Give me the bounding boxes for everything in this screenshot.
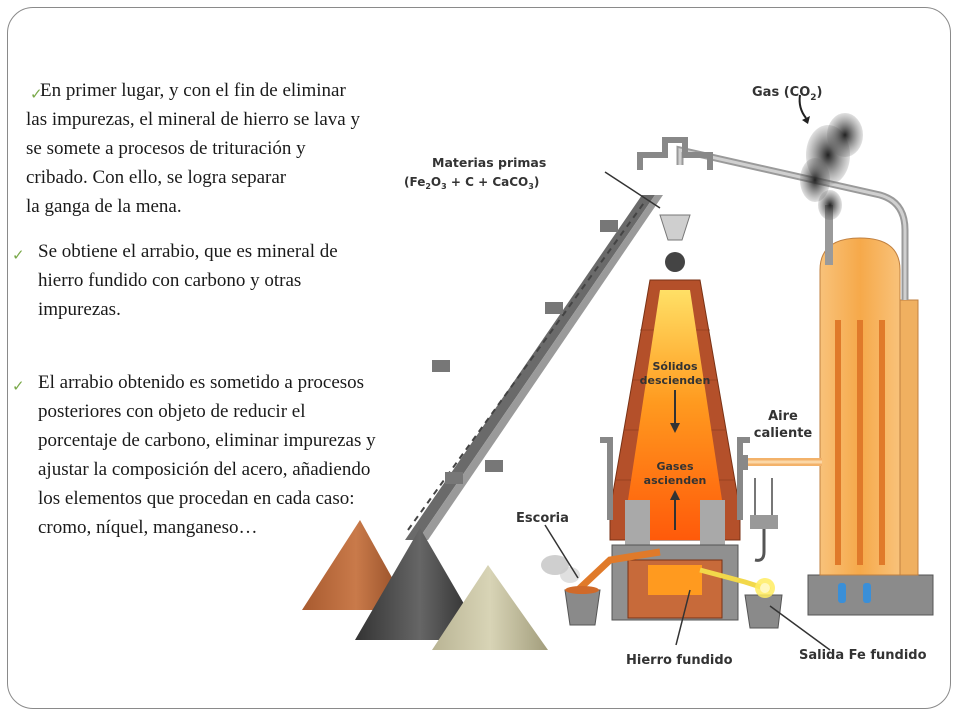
gas-label: Gas (CO2)	[752, 85, 822, 103]
gases-label-2: ascienden	[644, 474, 707, 487]
hot-blast-stove	[807, 237, 934, 616]
furnace	[575, 137, 771, 621]
solids-label-1: Sólidos	[653, 360, 698, 373]
hot-air-label-1: Aire	[768, 409, 798, 424]
slag-ladle	[541, 555, 601, 626]
raw-materials-formula: (Fe2O3 + C + CaCO3)	[404, 175, 539, 191]
iron-ladle	[744, 478, 783, 629]
conveyor	[405, 195, 663, 540]
smoke-plume	[798, 94, 863, 220]
raw-materials-title: Materias primas	[432, 155, 546, 170]
slag-label: Escoria	[516, 511, 569, 526]
hot-air-pipe	[742, 455, 822, 470]
molten-iron-label: Hierro fundido	[626, 653, 733, 668]
solids-label-2: descienden	[640, 374, 711, 387]
leader-lines	[544, 171, 831, 651]
hot-air-label-2: caliente	[754, 426, 813, 441]
gases-label-1: Gases	[656, 460, 693, 473]
gas-pipe	[676, 145, 909, 300]
iron-outlet-label: Salida Fe fundido	[799, 648, 927, 663]
material-piles	[302, 520, 548, 650]
